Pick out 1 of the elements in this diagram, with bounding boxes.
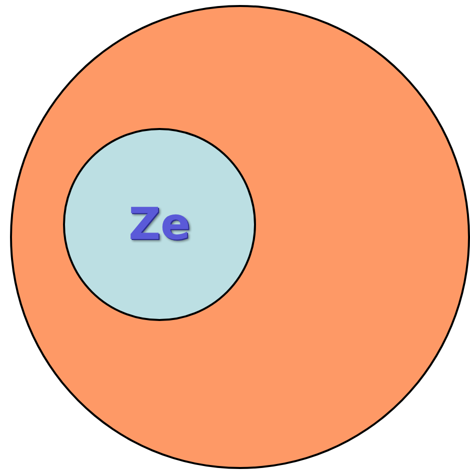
- circle-label: Ze: [128, 199, 190, 250]
